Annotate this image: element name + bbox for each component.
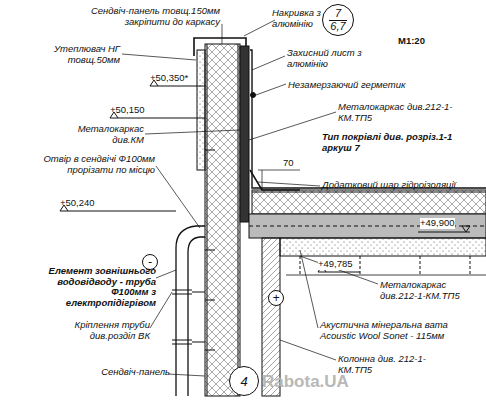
callout-text: + (272, 292, 279, 304)
annotation: Сендвіч-панель (92, 367, 170, 378)
callout-text: 4 (240, 375, 247, 388)
callout-text: 6,7 (330, 21, 345, 32)
annotation: +50,350* (150, 73, 210, 84)
callout-circle: 76,7 (322, 4, 354, 36)
annotation: Сендвіч-панель товщ.150мм закріпити до к… (86, 6, 220, 27)
annotation: Металокаркас див.КМ (68, 124, 144, 145)
annotation: Елемент зовнішнього водовідводу - труба … (30, 266, 156, 309)
callout-circle: + (268, 290, 284, 306)
annotation: +49,785 (318, 259, 353, 270)
callout-circle: 4 (229, 366, 259, 396)
annotation: Незамерзаючий герметик (288, 80, 428, 91)
callout-text: 7 (329, 8, 347, 21)
annotation: М1:20 (398, 36, 458, 47)
annotation: Тип покрівлі див. розріз.1-1 аркуш 7 (322, 132, 462, 153)
annotation: Утеплювач НГ товщ.50мм (40, 44, 120, 65)
annotation: +50,240 (60, 198, 120, 209)
annotation: Отвір в сендвічі Ф100мм прорізати по міс… (40, 154, 155, 175)
annotation: Металокаркас див.212-1-КМ.ТП5 (338, 102, 458, 123)
annotation: Колонна див. 212-1-КМ.ТП5 (338, 354, 458, 375)
watermark: Rabota.UA (262, 372, 382, 391)
annotation: +50,150 (110, 105, 170, 116)
annotation: 70 (283, 158, 303, 169)
annotation: Акустична мінеральна вата Acoustic Wool … (320, 320, 470, 341)
annotation: Кріплення труби див.розділ ВК (40, 320, 150, 341)
annotation: Металокаркас див.212-1-КМ.ТП5 (380, 280, 480, 301)
annotation: Додатковий шар гідроізоляції (322, 180, 482, 191)
annotation: Накривка з алюмінію (272, 8, 352, 29)
annotation: +49,900 (420, 218, 455, 229)
annotation: Захисний лист з алюмінію (287, 48, 367, 69)
